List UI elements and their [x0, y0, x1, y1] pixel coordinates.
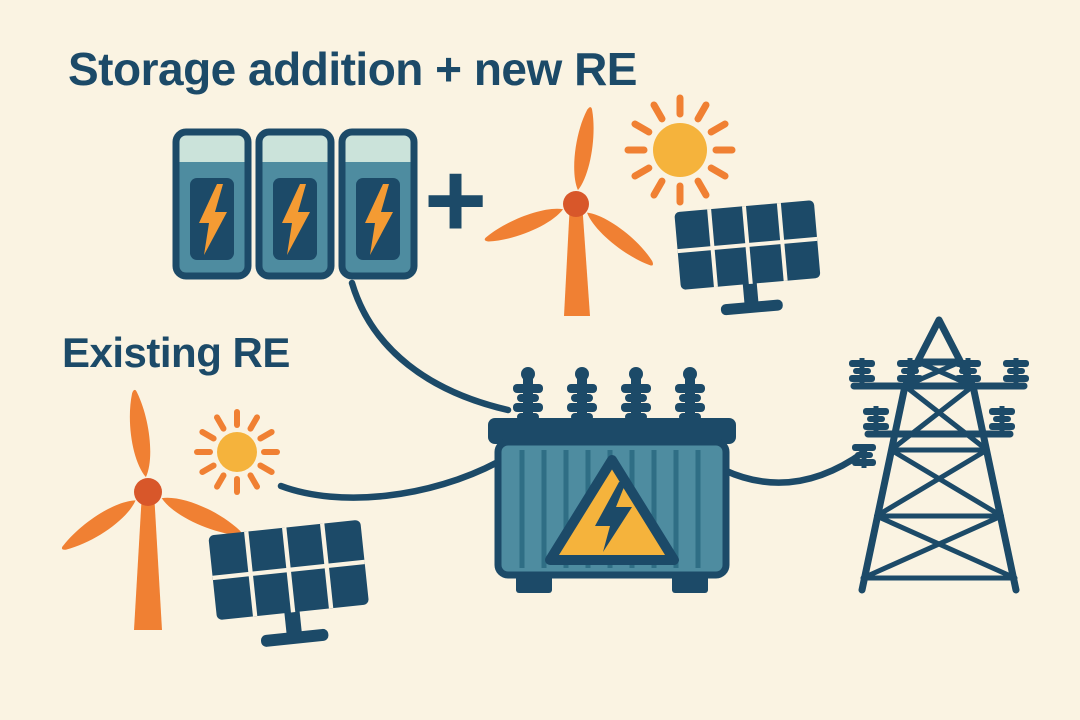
- battery-bank: [172, 128, 418, 280]
- insulator-stacks: [849, 358, 1029, 468]
- solar-panel-icon: [208, 520, 369, 647]
- sun-icon: [624, 94, 736, 206]
- battery-icon: [338, 128, 418, 280]
- turbine-hub: [134, 478, 162, 506]
- battery-icon: [172, 128, 252, 280]
- plus-sign: +: [424, 139, 488, 260]
- existing-re-title: Existing RE: [62, 329, 290, 376]
- turbine-hub: [563, 191, 589, 217]
- transformer-lid: [488, 418, 736, 444]
- transformer-bushings: [513, 367, 705, 422]
- lightning-bolt-icon: [595, 482, 632, 552]
- sun-icon: [194, 409, 280, 495]
- sun-rays: [194, 409, 280, 495]
- battery-icon: [255, 128, 335, 280]
- transformer-icon: [488, 367, 736, 593]
- solar-panel-icon: [674, 200, 821, 316]
- storage-new-re-title: Storage addition + new RE: [68, 43, 637, 95]
- transmission-tower-icon: [849, 316, 1029, 594]
- wire-existing-to-transformer: [277, 458, 502, 501]
- wire-storage-to-transformer: [348, 279, 512, 414]
- wind-turbine-icon: [61, 389, 242, 630]
- lightning-bolt-icon: [365, 184, 393, 255]
- lightning-bolt-icon: [282, 184, 310, 255]
- wind-turbine-icon: [484, 107, 653, 316]
- sun-rays: [624, 94, 736, 206]
- wire-transformer-to-tower: [720, 448, 868, 486]
- lightning-bolt-icon: [199, 184, 227, 255]
